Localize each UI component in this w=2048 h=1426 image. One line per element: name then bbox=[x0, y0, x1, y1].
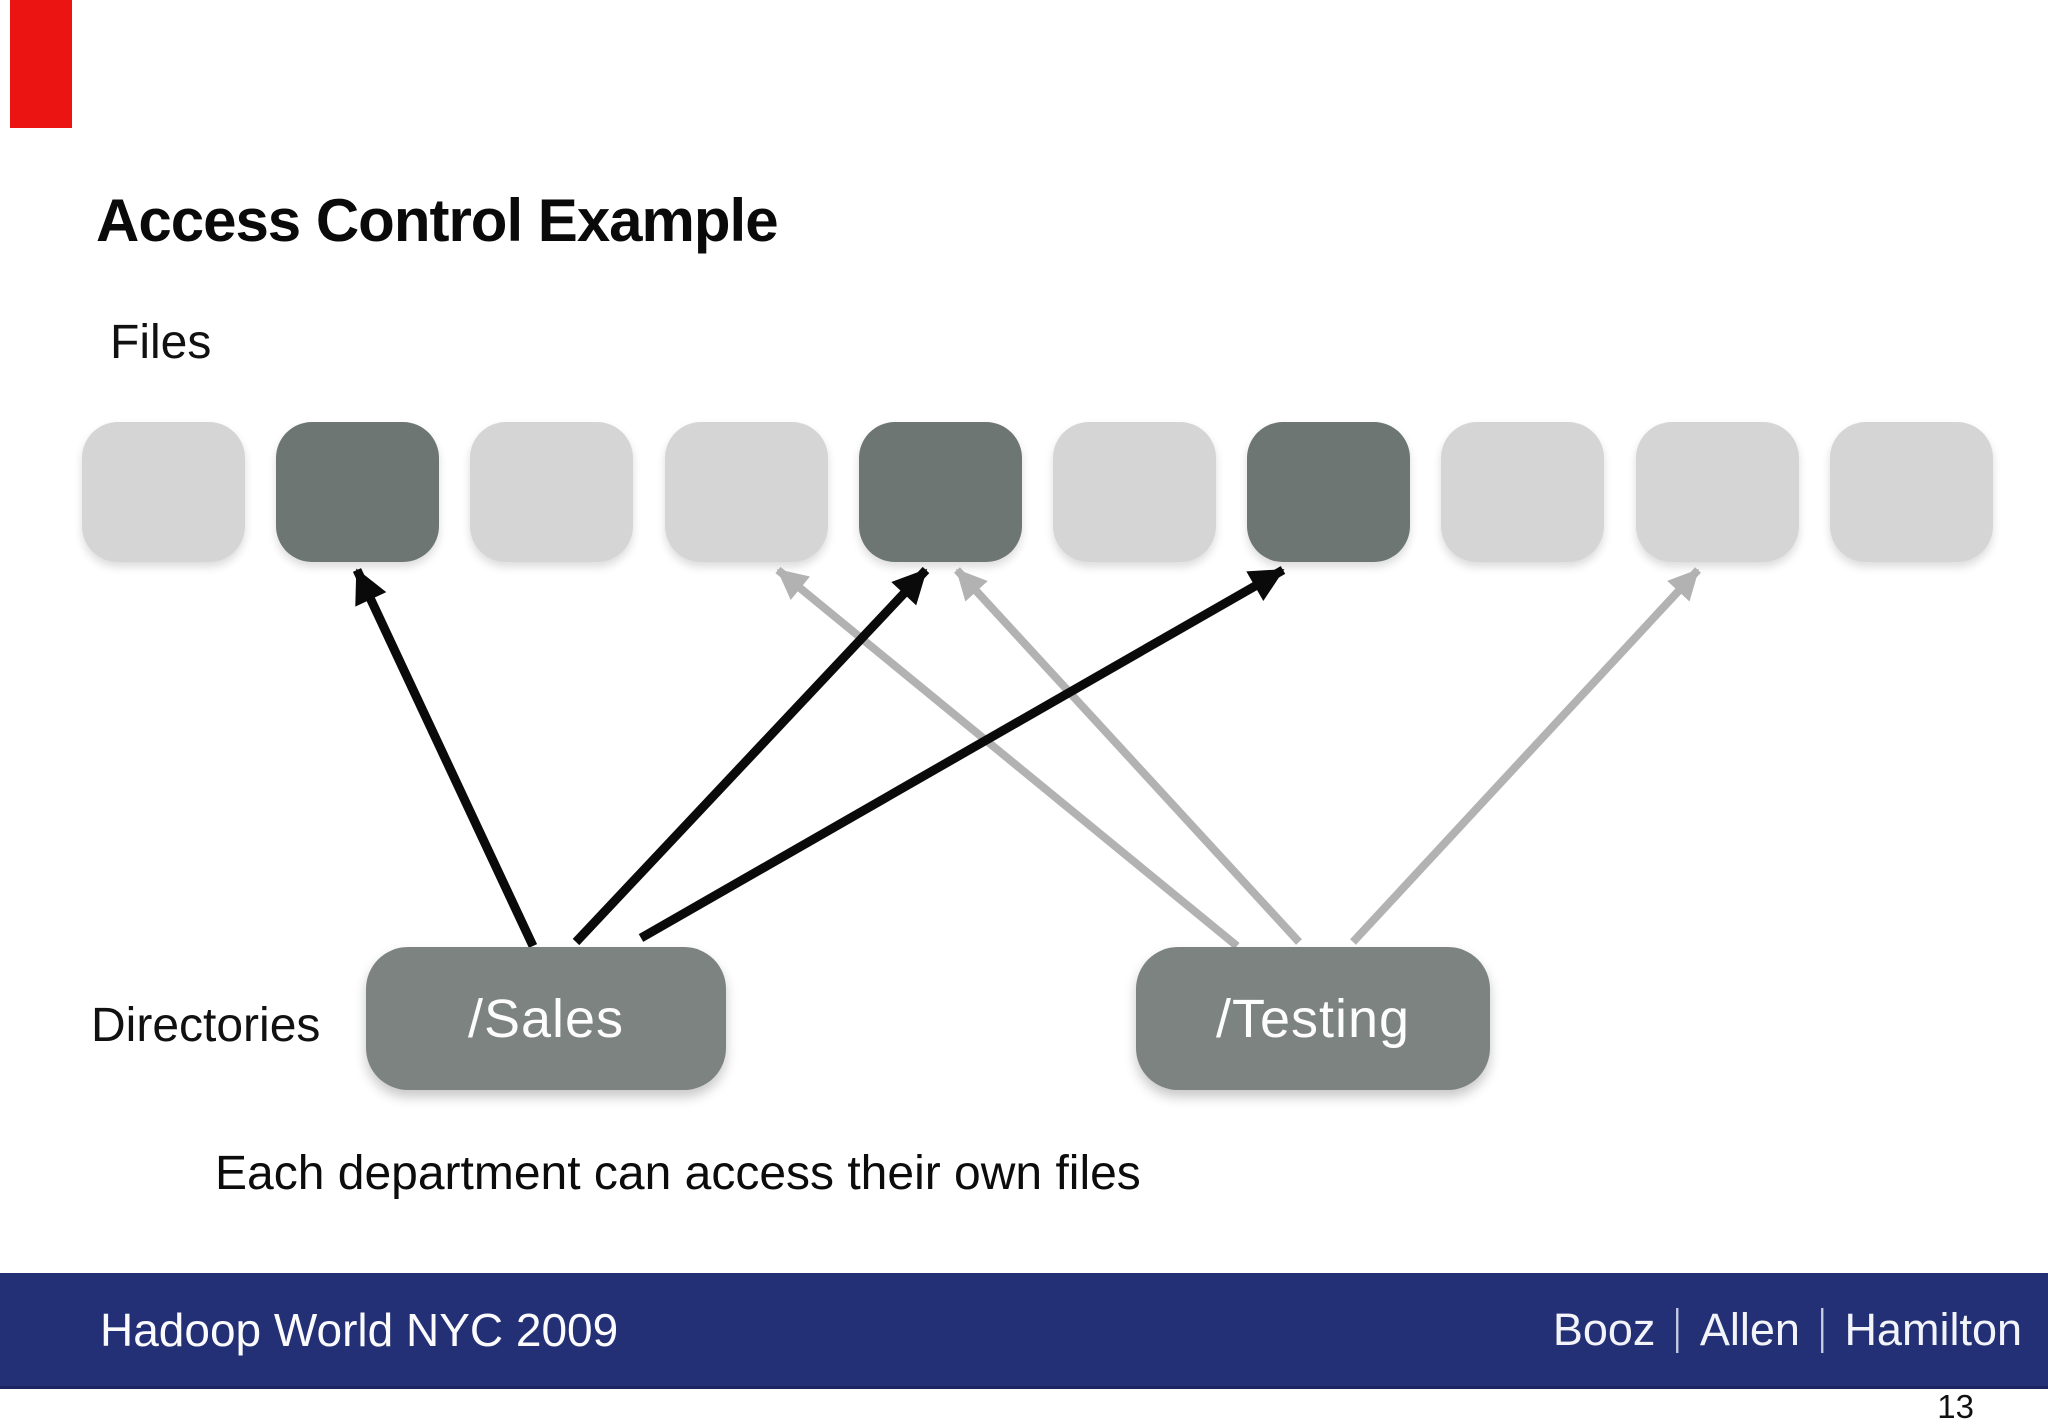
file-square-6 bbox=[1053, 422, 1216, 562]
slide-title: Access Control Example bbox=[96, 187, 779, 254]
file-square-10 bbox=[1830, 422, 1993, 562]
page-number: 13 bbox=[1937, 1388, 1974, 1425]
red-accent-bar bbox=[10, 0, 72, 128]
brand-separator: | bbox=[1818, 1301, 1826, 1354]
file-square-8 bbox=[1441, 422, 1604, 562]
brand-word-allen: Allen bbox=[1699, 1303, 1800, 1355]
brand-separator: | bbox=[1673, 1301, 1682, 1354]
brand-word-hamilton: Hamilton bbox=[1844, 1303, 2022, 1355]
access-arrow-testing-to-file-9 bbox=[1350, 567, 1701, 945]
file-square-9 bbox=[1636, 422, 1799, 562]
file-square-3 bbox=[470, 422, 633, 562]
directory-box-sales: /Sales bbox=[366, 947, 726, 1090]
directories-label: Directories bbox=[91, 999, 321, 1052]
access-arrow-sales-to-file-2 bbox=[352, 568, 538, 948]
directory-box-testing: /Testing bbox=[1136, 947, 1490, 1090]
file-square-5-highlighted bbox=[859, 422, 1022, 562]
brand-logo: Booz | Allen | Hamilton bbox=[1552, 1301, 2022, 1357]
access-arrow-sales-to-file-7 bbox=[638, 566, 1286, 942]
directory-label-sales: /Sales bbox=[467, 988, 625, 1049]
files-label: Files bbox=[110, 316, 212, 369]
brand-word-booz: Booz bbox=[1552, 1303, 1656, 1355]
file-square-1 bbox=[82, 422, 245, 562]
file-square-7-highlighted bbox=[1247, 422, 1410, 562]
directory-label-testing: /Testing bbox=[1215, 988, 1411, 1049]
access-arrow-sales-to-file-5 bbox=[572, 566, 930, 946]
footer-left-text: Hadoop World NYC 2009 bbox=[100, 1303, 619, 1356]
file-square-4 bbox=[665, 422, 828, 562]
access-arrow-testing-to-file-5 bbox=[954, 567, 1302, 945]
access-arrow-testing-to-file-4 bbox=[775, 566, 1240, 950]
footer-bar: Hadoop World NYC 2009 Booz | Allen | Hamilto… bbox=[0, 1273, 2048, 1389]
caption-text: Each department can access their own fil… bbox=[215, 1147, 1141, 1200]
file-square-2-highlighted bbox=[276, 422, 439, 562]
